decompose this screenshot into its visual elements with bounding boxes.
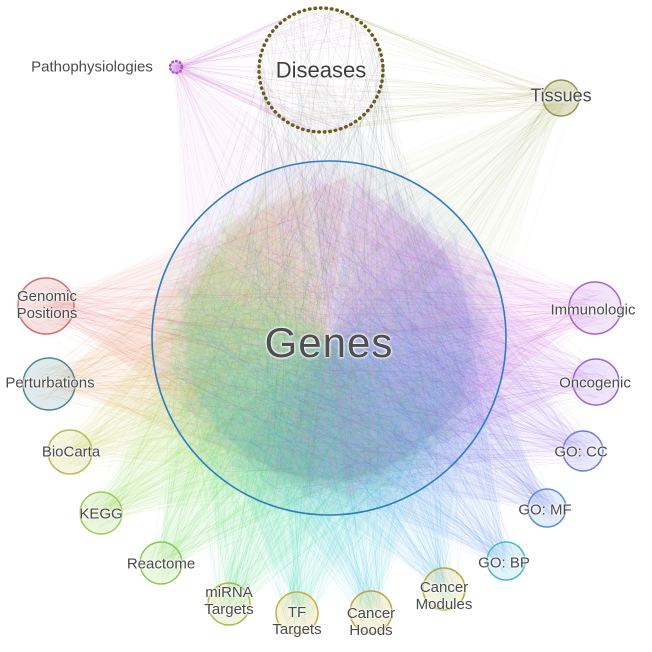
node-reactome[interactable] bbox=[139, 541, 183, 585]
node-label-pathophysiologies[interactable]: Pathophysiologies bbox=[31, 58, 153, 76]
edge-bundle-genomic-positions-genes bbox=[27, 180, 470, 496]
node-label-oncogenic[interactable]: Oncogenic bbox=[559, 374, 631, 392]
node-cancer-hoods[interactable] bbox=[349, 590, 393, 634]
node-label-go-mf[interactable]: GO: MF bbox=[518, 501, 572, 519]
node-label-diseases[interactable]: Diseases bbox=[275, 57, 367, 83]
node-immunologic[interactable] bbox=[568, 281, 622, 335]
edge-wedge-tissues bbox=[211, 98, 562, 452]
edge-bundle-reactome-genes bbox=[146, 189, 491, 578]
node-label-perturbations[interactable]: Perturbations bbox=[5, 374, 95, 392]
node-label-tf-targets[interactable]: TF Targets bbox=[272, 603, 322, 638]
edge-bundle-pathophysiologies-genes bbox=[172, 62, 498, 506]
node-go-bp[interactable] bbox=[486, 541, 526, 581]
genes-circle-fill bbox=[152, 161, 506, 515]
edge-bundle-cancer-hoods-genes bbox=[165, 170, 490, 628]
node-label-genomic-positions[interactable]: Genomic Positions bbox=[16, 287, 78, 322]
node-tf-targets[interactable] bbox=[275, 591, 319, 635]
edge-wedge-cancer-hoods bbox=[168, 313, 490, 612]
edge-wedge-immunologic bbox=[310, 176, 595, 500]
node-perturbations[interactable] bbox=[22, 357, 76, 411]
edge-bundle-go-mf-genes bbox=[162, 175, 561, 522]
edge-wedge-cancer-modules bbox=[180, 270, 478, 589]
edge-bundle-tissues-genes bbox=[157, 84, 575, 493]
node-tissues[interactable] bbox=[542, 79, 580, 117]
node-genes[interactable] bbox=[151, 160, 507, 516]
node-label-kegg[interactable]: KEGG bbox=[79, 505, 123, 523]
node-pathophysiologies[interactable] bbox=[168, 59, 184, 75]
edge-wedge-biocarta bbox=[70, 188, 395, 488]
node-go-mf[interactable] bbox=[527, 488, 567, 528]
node-kegg[interactable] bbox=[79, 491, 123, 535]
node-cancer-modules[interactable] bbox=[422, 567, 466, 611]
edge-bundle-immunologic-genes bbox=[164, 172, 615, 483]
edge-wedge-go-cc bbox=[262, 189, 583, 487]
edge-wedge-reactome bbox=[161, 240, 460, 563]
node-label-mirna-targets[interactable]: miRNA Targets bbox=[204, 583, 254, 618]
node-label-genes[interactable]: Genes bbox=[264, 318, 394, 366]
edge-bundle-diseases-genes bbox=[163, 8, 495, 497]
edge-wedge-mirna-targets bbox=[176, 280, 482, 604]
edge-bundle-mirna-targets-genes bbox=[164, 175, 474, 619]
edge-bundle-perturbations-genes bbox=[32, 174, 485, 503]
edge-wedge-go-mf bbox=[228, 209, 548, 508]
node-label-cancer-modules[interactable]: Cancer Modules bbox=[415, 578, 473, 613]
edge-bundle-oncogenic-genes bbox=[165, 175, 613, 502]
edge-wedge-tf-targets bbox=[167, 319, 491, 613]
edge-wedge-oncogenic bbox=[302, 177, 596, 499]
node-label-tissues[interactable]: Tissues bbox=[530, 85, 592, 106]
node-diseases[interactable] bbox=[257, 6, 385, 134]
edge-bundle-go-cc-genes bbox=[164, 170, 597, 501]
edge-bundle-cancer-modules-genes bbox=[179, 180, 490, 604]
edge-wedge-go-bp bbox=[201, 236, 506, 561]
edge-bundle-kegg-genes bbox=[86, 181, 467, 529]
node-label-go-bp[interactable]: GO: BP bbox=[478, 554, 530, 572]
node-go-cc[interactable] bbox=[562, 430, 604, 472]
node-label-cancer-hoods[interactable]: Cancer Hoods bbox=[346, 604, 396, 639]
edge-wedge-diseases bbox=[166, 70, 492, 343]
node-label-go-cc[interactable]: GO: CC bbox=[554, 443, 608, 461]
edge-bundle-tf-targets-genes bbox=[172, 195, 496, 628]
node-label-immunologic[interactable]: Immunologic bbox=[550, 301, 636, 319]
node-oncogenic[interactable] bbox=[572, 358, 620, 406]
edge-bundle-biocarta-genes bbox=[54, 169, 472, 501]
node-genomic-positions[interactable] bbox=[17, 277, 75, 335]
edge-bundle-go-bp-genes bbox=[161, 181, 519, 575]
node-label-biocarta[interactable]: BioCarta bbox=[41, 443, 101, 461]
node-label-reactome[interactable]: Reactome bbox=[126, 555, 196, 573]
edge-wedge-genomic-positions bbox=[46, 176, 348, 500]
edge-bundle-tissues-diseases bbox=[258, 7, 572, 133]
node-biocarta[interactable] bbox=[47, 429, 93, 475]
edge-wedge-perturbations bbox=[49, 177, 356, 499]
edge-bundle-pathophysiologies-diseases bbox=[172, 8, 383, 133]
node-mirna-targets[interactable] bbox=[207, 582, 251, 626]
